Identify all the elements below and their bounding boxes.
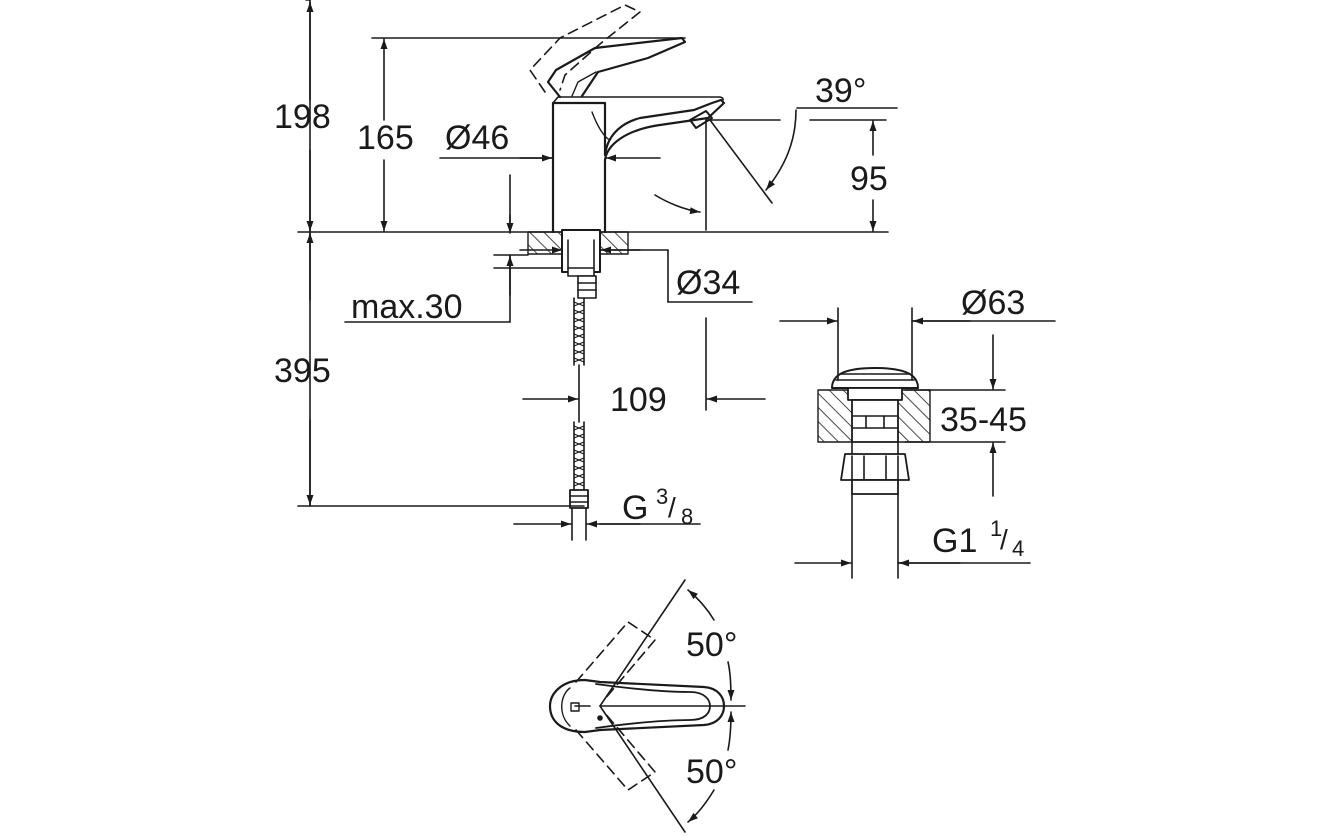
top-view-handle-dashed-down — [576, 712, 655, 790]
label-waste-thread-slash: / — [1000, 524, 1008, 555]
lever — [548, 38, 685, 97]
spout-top — [553, 97, 723, 103]
label-rotation-up: 50° — [686, 626, 738, 664]
hose-lower — [574, 422, 584, 490]
label-height-to-lever: 165 — [357, 119, 414, 157]
faucet-side-view — [298, 5, 888, 540]
label-connection: G — [622, 489, 649, 527]
label-connection-denominator: 8 — [681, 504, 694, 529]
waste-dimension-lines — [780, 308, 1055, 567]
label-spout-angle: 39° — [815, 72, 867, 110]
lever-raised-dashed — [530, 5, 640, 92]
hose-upper — [574, 298, 584, 365]
label-waste-range: 35-45 — [940, 401, 1027, 439]
label-connection-slash: / — [668, 492, 676, 523]
label-connection-numerator: 3 — [656, 484, 669, 509]
label-waste-thread: G1 — [932, 522, 978, 560]
top-view-body — [550, 680, 724, 732]
waste-nut — [841, 454, 909, 480]
label-body-diameter: Ø46 — [445, 119, 510, 157]
faucet-top-view — [550, 580, 745, 832]
hose-fitting — [570, 490, 588, 508]
label-base-diameter: Ø34 — [676, 264, 741, 302]
label-waste-thread-denominator: 4 — [1012, 536, 1025, 561]
label-reach: 109 — [610, 381, 667, 419]
label-waste-diameter: Ø63 — [961, 284, 1026, 322]
label-hose-length: 395 — [274, 352, 331, 390]
label-max-thickness: max.30 — [351, 288, 463, 326]
faucet-body — [553, 100, 724, 232]
waste-valve — [818, 368, 930, 578]
label-rotation-down: 50° — [686, 753, 738, 791]
waste-cap — [832, 368, 918, 388]
top-view-handle-dashed-up — [576, 622, 655, 700]
label-waste-thread-numerator: 1 — [990, 516, 1003, 541]
dimension-lines — [298, 0, 897, 528]
label-spout-height: 95 — [850, 160, 888, 198]
aerator — [690, 111, 712, 128]
label-total-height: 198 — [274, 98, 331, 136]
